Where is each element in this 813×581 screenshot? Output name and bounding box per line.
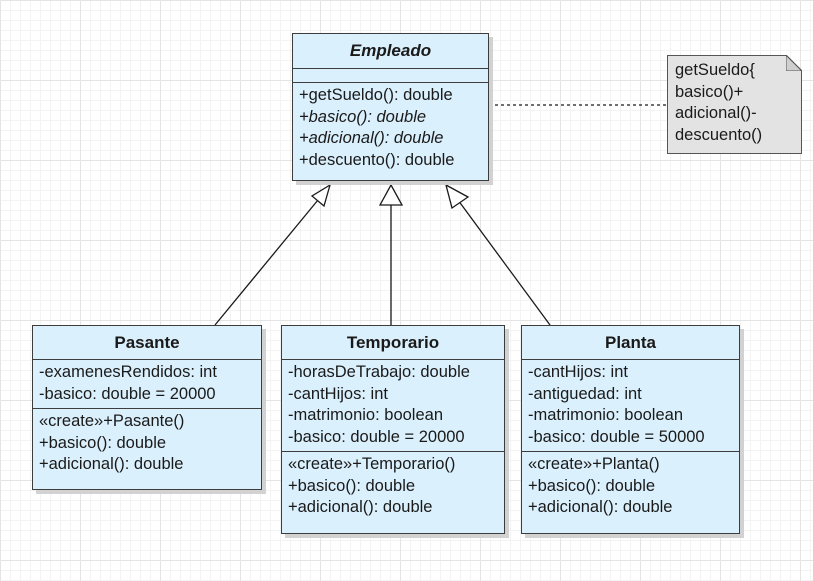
class-temporario-attribute: -cantHijos: int (288, 384, 388, 403)
class-temporario[interactable]: Temporario -horasDeTrabajo: double -cant… (281, 325, 505, 534)
class-empleado-name: Empleado (293, 34, 488, 69)
class-planta-operation: +basico(): double (528, 476, 656, 495)
note-fold-icon (786, 55, 802, 71)
class-pasante[interactable]: Pasante -examenesRendidos: int -basico: … (32, 325, 262, 490)
class-pasante-attribute: -basico: double = 20000 (39, 384, 216, 403)
class-empleado-operation: +getSueldo(): double (299, 86, 453, 104)
class-empleado-operation: +basico(): double (299, 107, 427, 126)
class-empleado-operation: +adicional(): double (299, 129, 444, 147)
class-planta-operation: +adicional(): double (528, 498, 673, 516)
class-pasante-operation: +adicional(): double (39, 455, 184, 473)
class-planta[interactable]: Planta -cantHijos: int -antiguedad: int … (521, 325, 740, 534)
class-temporario-operation: «create»+Temporario() (288, 455, 456, 473)
class-empleado-attributes (293, 69, 488, 83)
class-temporario-attribute: -basico: double = 20000 (288, 427, 465, 446)
class-planta-name: Planta (522, 326, 739, 360)
class-temporario-attribute: -matrimonio: boolean (288, 406, 443, 424)
generalization-pasante-arrowhead (310, 183, 332, 208)
class-pasante-attributes: -examenesRendidos: int -basico: double =… (33, 360, 261, 409)
class-pasante-attribute: -examenesRendidos: int (39, 363, 217, 381)
note-line: basico()+ (675, 82, 744, 101)
class-pasante-operations: «create»+Pasante() +basico(): double +ad… (33, 409, 261, 479)
generalization-planta-line (457, 199, 551, 326)
note-line: getSueldo{ (675, 61, 755, 79)
class-planta-attribute: -basico: double = 50000 (528, 427, 705, 446)
generalization-temporario-arrowhead (378, 183, 404, 206)
class-planta-attribute: -matrimonio: boolean (528, 406, 683, 424)
class-planta-attribute: -cantHijos: int (528, 363, 628, 381)
class-pasante-name: Pasante (33, 326, 261, 360)
generalization-planta-arrowhead (444, 183, 470, 210)
class-temporario-operation: +basico(): double (288, 476, 416, 495)
comment-note[interactable]: getSueldo{ basico()+ adicional()- descue… (667, 55, 802, 154)
generalization-pasante-line (214, 199, 319, 326)
class-temporario-attribute: -horasDeTrabajo: double (288, 363, 470, 381)
note-line: descuento() (675, 125, 763, 144)
note-line: adicional()- (675, 104, 757, 122)
class-planta-attributes: -cantHijos: int -antiguedad: int -matrim… (522, 360, 739, 452)
class-planta-operation: «create»+Planta() (528, 455, 660, 473)
class-temporario-attributes: -horasDeTrabajo: double -cantHijos: int … (282, 360, 504, 452)
class-planta-attribute: -antiguedad: int (528, 384, 642, 403)
class-empleado-operation: +descuento(): double (299, 150, 455, 169)
class-empleado-operations: +getSueldo(): double +basico(): double +… (293, 83, 488, 173)
class-planta-operations: «create»+Planta() +basico(): double +adi… (522, 452, 739, 522)
class-pasante-operation: «create»+Pasante() (39, 412, 185, 430)
class-empleado[interactable]: Empleado +getSueldo(): double +basico():… (292, 33, 489, 181)
class-temporario-operation: +adicional(): double (288, 498, 433, 516)
class-temporario-operations: «create»+Temporario() +basico(): double … (282, 452, 504, 522)
class-temporario-name: Temporario (282, 326, 504, 360)
class-pasante-operation: +basico(): double (39, 433, 167, 452)
